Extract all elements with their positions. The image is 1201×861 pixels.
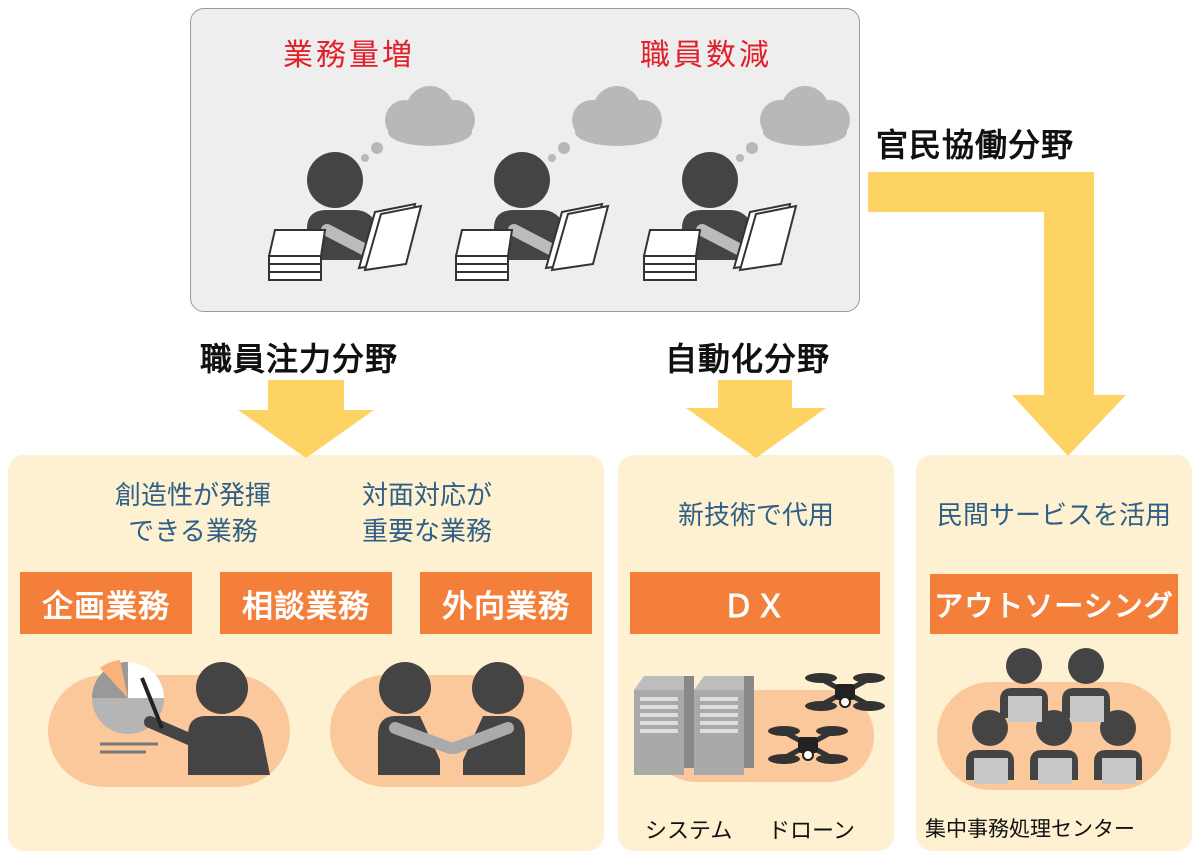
pie-chart-icon <box>92 660 164 754</box>
box-consultation: 相談業務 <box>220 572 392 634</box>
server-rack-icon <box>694 676 754 775</box>
desc-creative-line2: できる業務 <box>128 517 258 547</box>
box-planning: 企画業務 <box>20 572 192 634</box>
label-automation: 自動化分野 <box>665 340 831 378</box>
desc-new-tech: 新技術で代用 <box>677 501 834 531</box>
box-outsourcing: アウトソーシング <box>930 574 1178 634</box>
desc-face-to-face: 対面対応が 重要な業務 <box>322 478 532 550</box>
desc-private-service: 民間サービスを活用 <box>936 501 1171 531</box>
arrow-elbow-public-private <box>868 172 1126 456</box>
desc-creative-line1: 創造性が発揮 <box>114 481 271 511</box>
drone-icon <box>768 726 848 764</box>
person-at-desk-icon <box>269 86 475 280</box>
person-at-desk-icon <box>644 86 850 280</box>
caption-drone: ドローン <box>768 819 855 844</box>
label-staff-focus: 職員注力分野 <box>200 340 399 378</box>
box-outreach: 外向業務 <box>420 572 592 634</box>
presenter-icon <box>140 662 270 775</box>
label-public-private: 官民協働分野 <box>876 126 1075 164</box>
arrow-down-automation <box>686 380 826 458</box>
server-rack-icon <box>634 676 694 775</box>
dx-panel <box>618 455 894 851</box>
box-dx: ＤＸ <box>630 572 880 634</box>
caption-processing-center: 集中事務処理センター <box>925 817 1135 841</box>
person-at-desk-icon <box>456 86 662 280</box>
issue-workload-increase: 業務量増 <box>283 38 415 73</box>
caption-system: システム <box>645 819 733 844</box>
handshake-icon <box>378 662 525 775</box>
issue-staff-decrease: 職員数減 <box>640 38 772 73</box>
desc-face-to-face-line2: 重要な業務 <box>361 517 492 547</box>
desc-creative: 創造性が発揮 できる業務 <box>88 478 298 550</box>
desc-face-to-face-line1: 対面対応が <box>361 481 492 511</box>
arrow-down-staff <box>238 380 374 458</box>
drone-icon <box>805 673 885 711</box>
